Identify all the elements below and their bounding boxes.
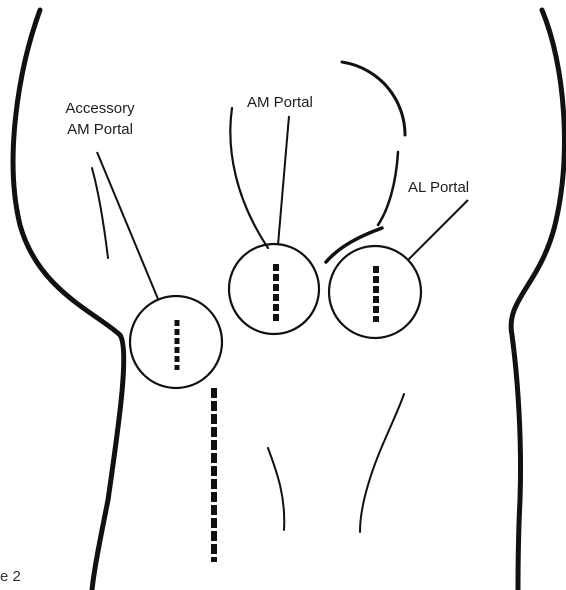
right-knee-contour [511, 10, 564, 590]
am-portal-leader [278, 116, 289, 245]
tibia-center-line [268, 448, 284, 530]
am-portal-label: AM Portal [247, 92, 313, 113]
accessory-am-portal-leader [97, 152, 158, 299]
al-portal-leader [408, 200, 468, 260]
al-portal-label: AL Portal [408, 177, 469, 198]
left-knee-contour [13, 10, 124, 590]
patella-right-line [378, 152, 398, 225]
accessory-label-line-1: Accessory [55, 98, 145, 119]
tibia-right-line [360, 394, 404, 532]
medial-sketch-line [92, 168, 108, 258]
accessory-am-portal-label: Accessory AM Portal [55, 98, 145, 140]
patella-top-arc [342, 62, 405, 135]
figure-caption: e 2 [0, 566, 21, 587]
patella-left-line [230, 108, 268, 248]
accessory-label-line-2: AM Portal [55, 119, 145, 140]
